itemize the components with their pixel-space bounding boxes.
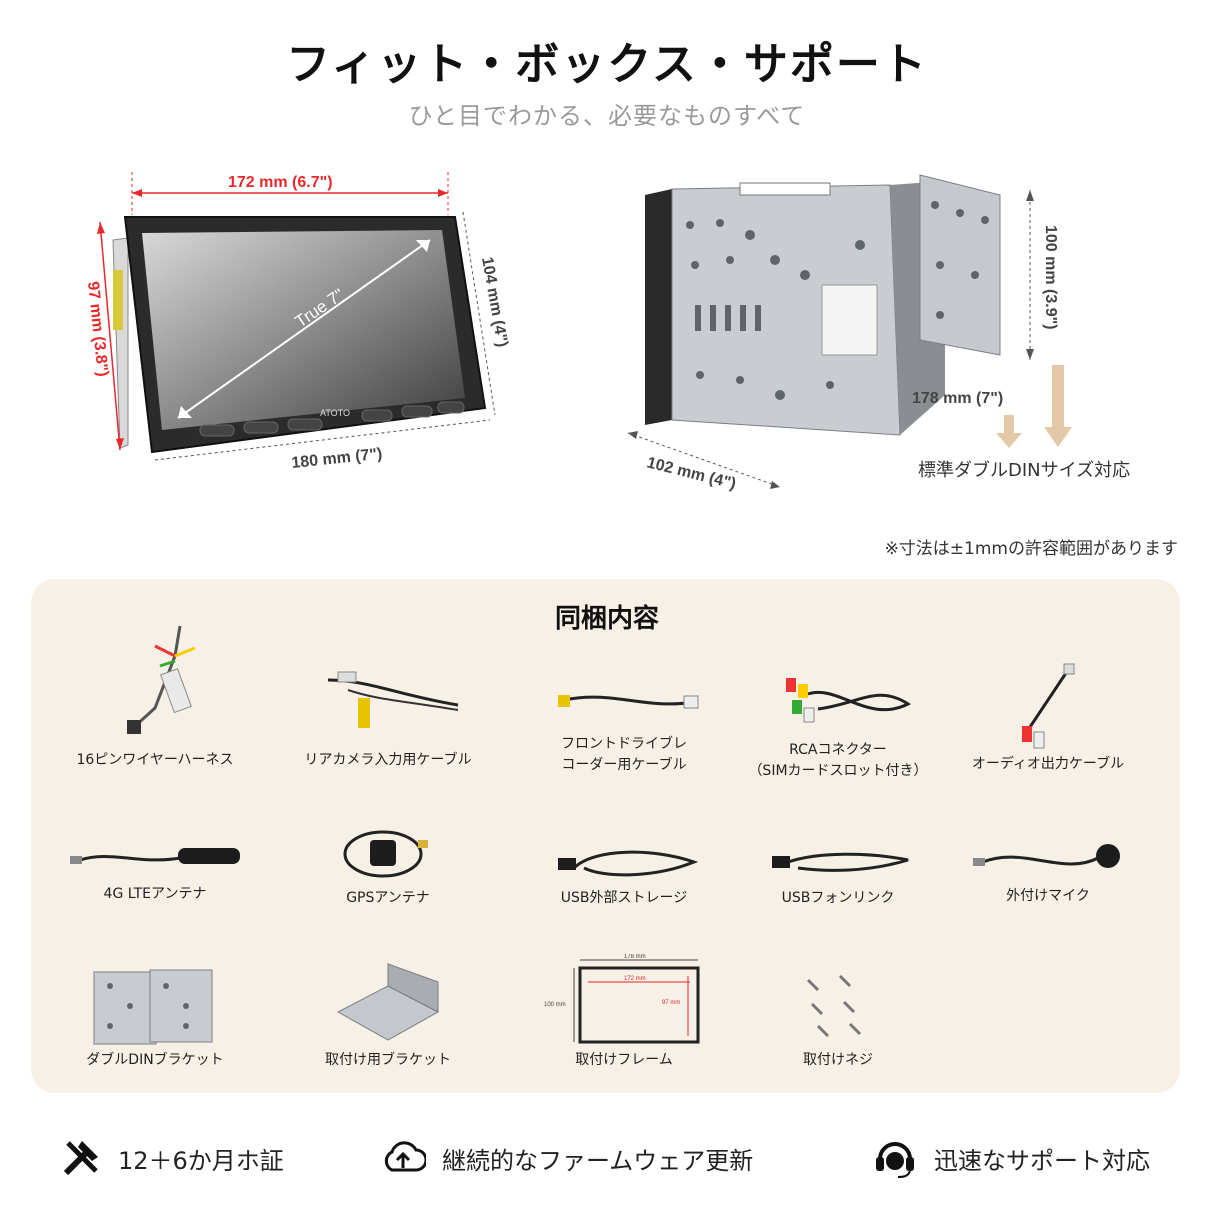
- item-gps-antenna: GPSアンテナ: [278, 818, 498, 909]
- mount-bracket-icon: [336, 963, 440, 1041]
- item-label: 16ピンワイヤーハーネス: [76, 752, 234, 768]
- chassis-figure: 100 mm (3.9") 178 mm (7") 102 mm (4"): [627, 174, 1072, 493]
- front-width-top-label: 172 mm (6.7"): [228, 174, 333, 191]
- chassis-depth-label: 178 mm (7"): [912, 390, 1003, 407]
- footer-warranty: 12＋6か月ホ証: [60, 1133, 284, 1183]
- item-label: フロントドライブレ コーダー用ケーブル: [561, 736, 687, 773]
- footer-firmware-text: 継続的なファームウェア更新: [442, 1146, 754, 1175]
- item-label: 取付けネジ: [803, 1052, 873, 1068]
- item-label: 取付けフレーム: [575, 1052, 673, 1068]
- tools-icon: [63, 1141, 98, 1176]
- microphone-icon: [973, 844, 1120, 868]
- frame-outer-width: 178 mm: [624, 954, 646, 960]
- frame-inner-width: 172 mm: [624, 976, 646, 982]
- item-lte-antenna: 4G LTEアンテナ: [45, 830, 265, 905]
- item-usb-phonelink: USBフォンリンク: [728, 838, 948, 909]
- headset-icon: [876, 1142, 914, 1178]
- audio-cable-icon: [1022, 663, 1075, 749]
- item-frame: 178 mm 172 mm 100 mm 97 mm 取付けフレーム: [514, 954, 734, 1071]
- item-label: 4G LTEアンテナ: [103, 886, 207, 902]
- wire-harness-icon: [127, 625, 196, 734]
- rca-connector-icon: [786, 678, 911, 723]
- front-height-right-label: 104 mm (4"): [478, 256, 511, 349]
- item-label: GPSアンテナ: [346, 890, 430, 906]
- item-dashcam-cable: フロントドライブレ コーダー用ケーブル: [514, 670, 734, 776]
- din-bracket-icon: [93, 969, 213, 1045]
- tolerance-note: ※寸法は±1mmの許容範囲があります: [884, 539, 1178, 559]
- item-label: USBフォンリンク: [781, 890, 895, 906]
- item-wire-harness: 16ピンワイヤーハーネス: [45, 616, 265, 771]
- item-mount-bracket: 取付け用ブラケット: [278, 962, 498, 1071]
- usb-phonelink-cable-icon: [772, 852, 909, 872]
- dashcam-cable-icon: [558, 695, 699, 709]
- hardware-buttons: [199, 401, 465, 437]
- chassis-width-label: 102 mm (4"): [645, 454, 738, 493]
- gps-antenna-icon: [343, 830, 428, 878]
- page-subtitle: ひと目でわかる、必要なものすべて: [408, 102, 806, 130]
- usb-storage-cable-icon: [558, 850, 699, 877]
- head-unit-front-figure: True 7" ATOTO 172 mm (6.7") 97 mm (3.8")…: [84, 172, 511, 472]
- item-usb-storage: USB外部ストレージ: [514, 838, 734, 909]
- item-label: USB外部ストレージ: [560, 890, 688, 906]
- item-label: 外付けマイク: [1006, 888, 1090, 904]
- footer-warranty-text: 12＋6か月ホ証: [118, 1146, 284, 1175]
- footer-firmware: 継続的なファームウェア更新: [380, 1133, 753, 1183]
- front-width-bottom-label: 180 mm (7"): [291, 446, 383, 472]
- item-din-bracket: ダブルDINブラケット: [45, 966, 265, 1071]
- in-box-title: 同梱内容: [554, 604, 659, 634]
- item-label: オーディオ出力ケーブル: [971, 756, 1125, 772]
- footer-support: 迅速なサポート対応: [872, 1133, 1150, 1183]
- screws-icon: [806, 974, 862, 1038]
- lte-antenna-icon: [70, 848, 240, 864]
- frame-outer-height: 100 mm: [544, 1002, 566, 1008]
- din-arrows: [996, 365, 1072, 448]
- item-label: RCAコネクター （SIMカードスロット付き）: [748, 742, 928, 779]
- cloud-upload-icon: [384, 1141, 426, 1172]
- item-screws: 取付けネジ: [728, 966, 948, 1071]
- camera-cable-icon: [327, 671, 459, 728]
- chassis-height-label: 100 mm (3.9"): [1042, 225, 1059, 330]
- din-compat-note: 標準ダブルDINサイズ対応: [918, 460, 1131, 481]
- item-microphone: 外付けマイク: [938, 836, 1158, 907]
- in-box-panel: [31, 579, 1180, 1093]
- item-rca-connector: RCAコネクター （SIMカードスロット付き）: [728, 664, 948, 782]
- item-audio-cable: オーディオ出力ケーブル: [938, 660, 1158, 775]
- footer-support-text: 迅速なサポート対応: [934, 1146, 1150, 1175]
- frame-icon: 178 mm 172 mm 100 mm 97 mm: [544, 954, 700, 1044]
- item-camera-cable: リアカメラ入力用ケーブル: [278, 650, 498, 771]
- page-title: フィット・ボックス・サポート: [286, 39, 928, 90]
- frame-inner-height: 97 mm: [662, 1000, 680, 1006]
- item-label: 取付け用ブラケット: [325, 1052, 451, 1068]
- item-label: ダブルDINブラケット: [86, 1052, 224, 1068]
- item-label: リアカメラ入力用ケーブル: [304, 752, 472, 768]
- brand-logo: ATOTO: [320, 408, 350, 418]
